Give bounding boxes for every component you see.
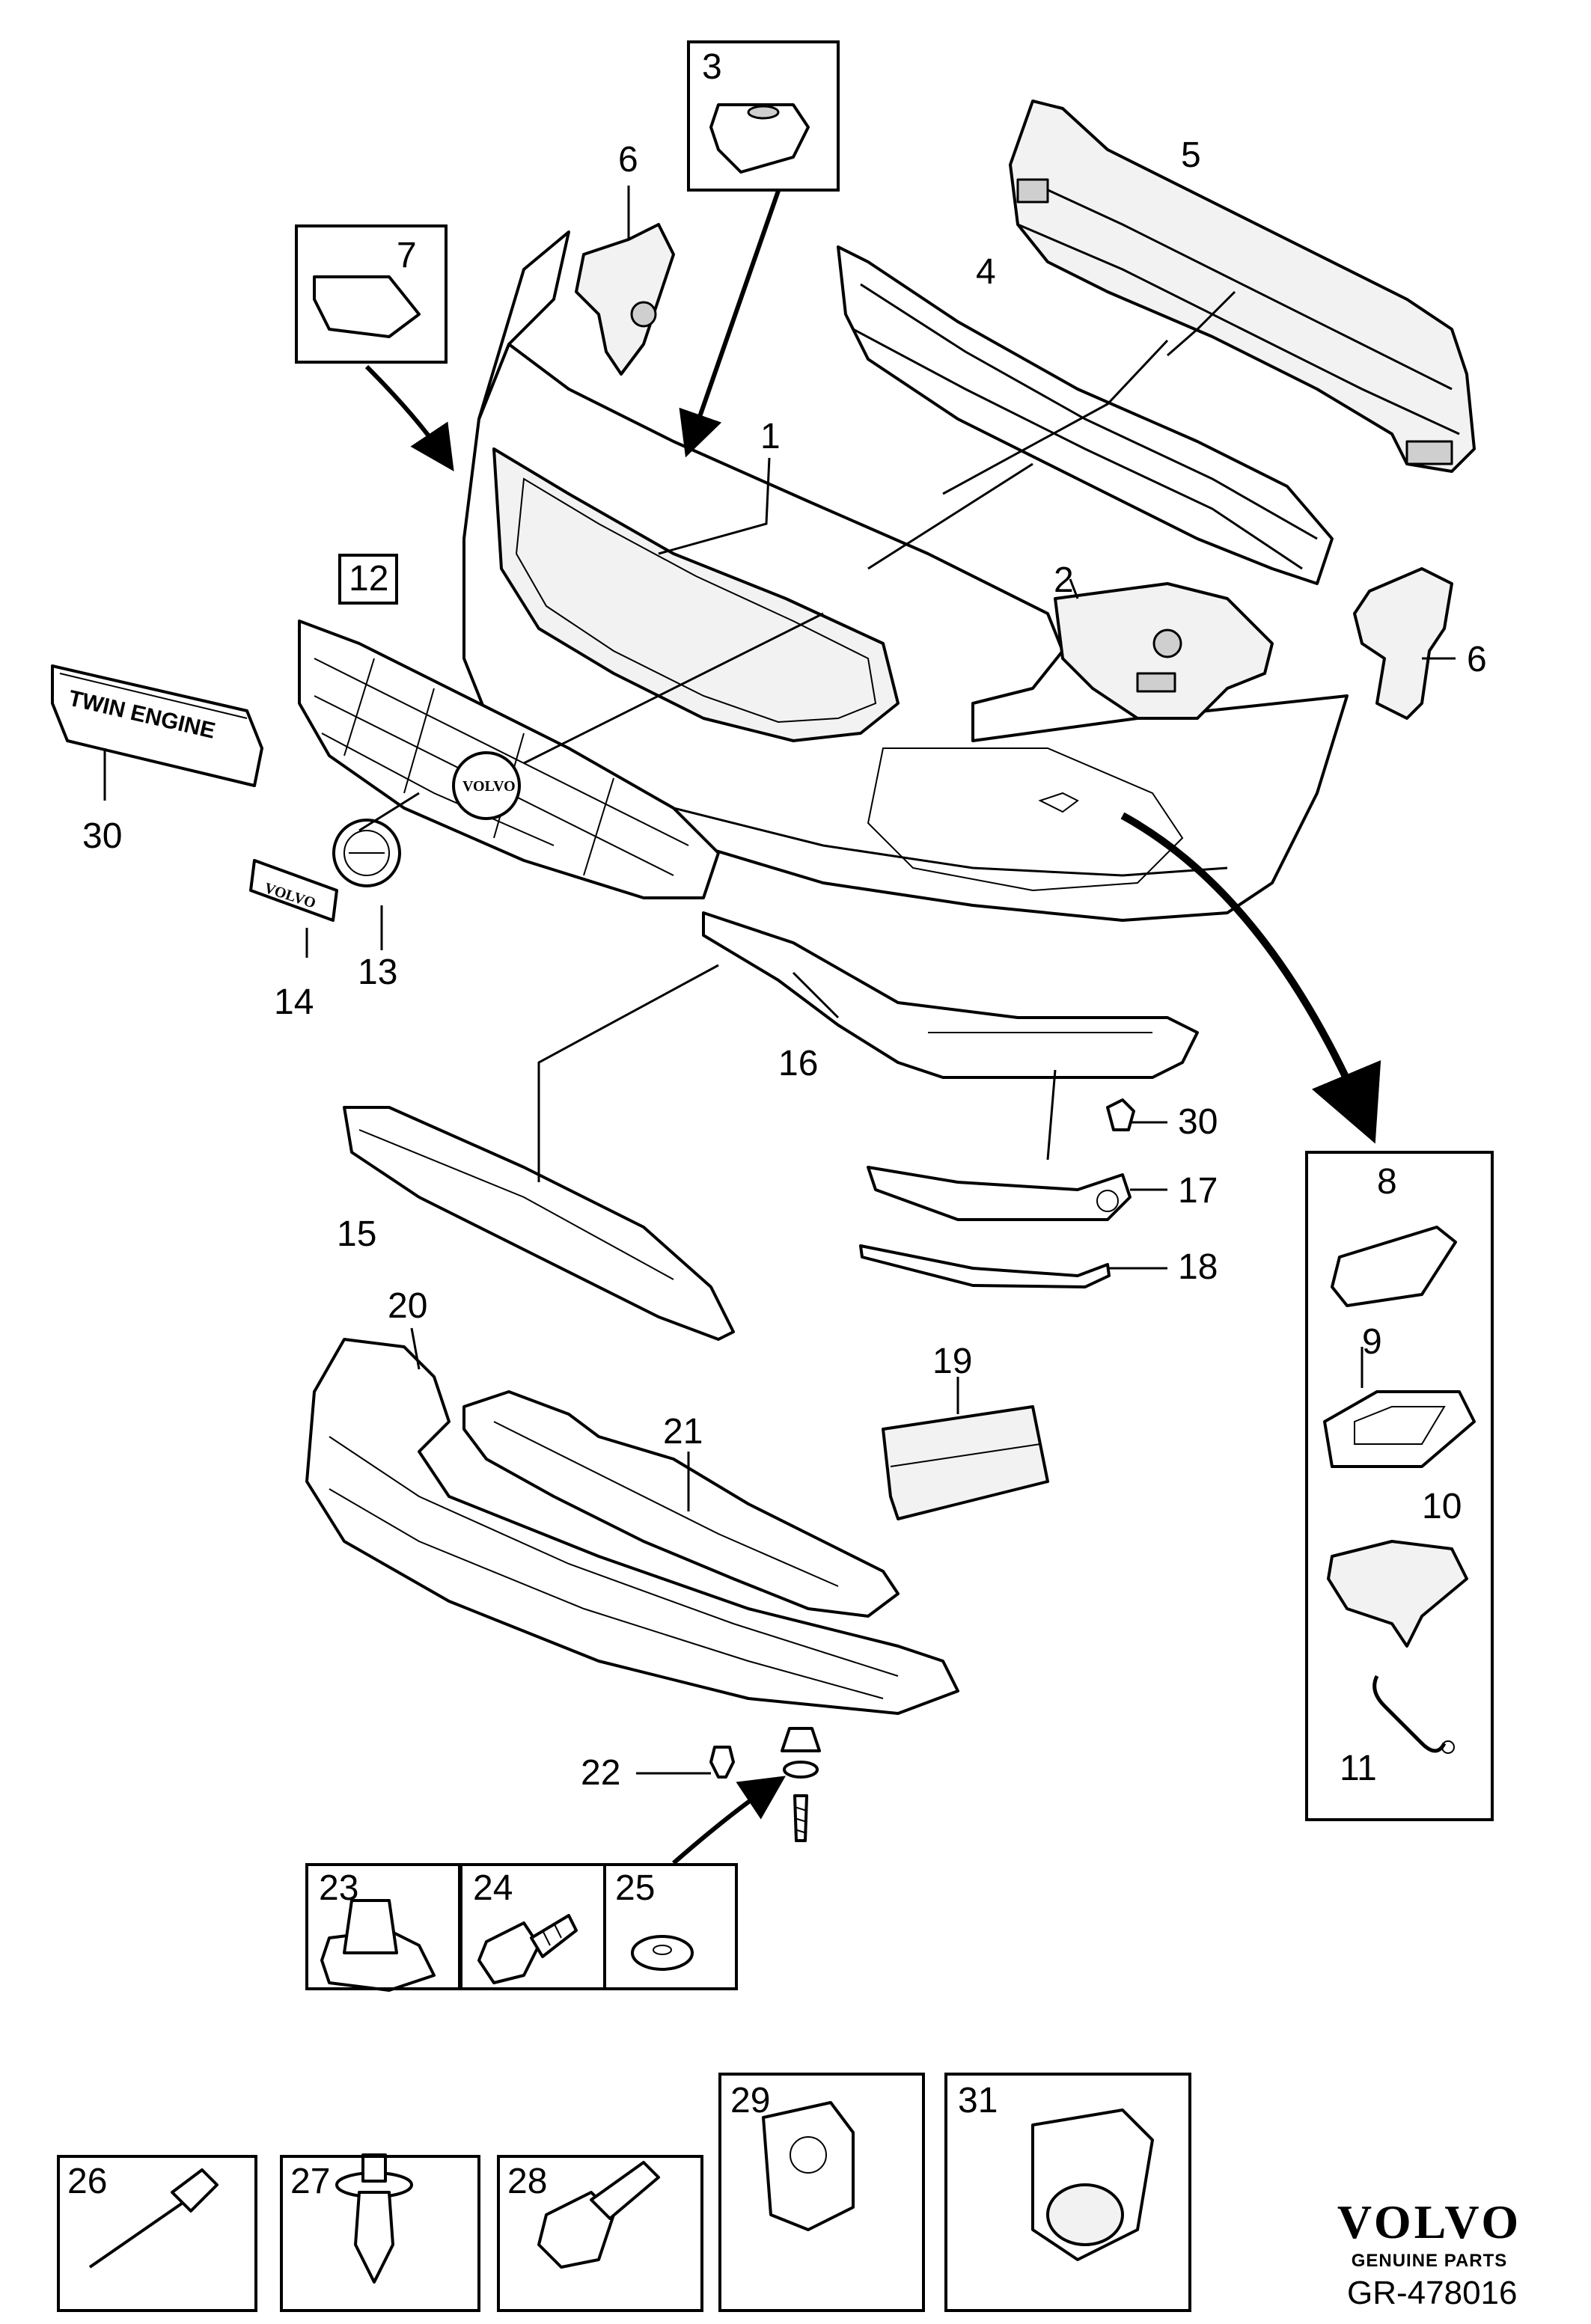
callout-2: 2 (1054, 560, 1074, 600)
license-plate-holder (882, 1405, 1049, 1520)
splash-shield (305, 1338, 959, 1715)
leader-lines (103, 186, 1456, 1775)
volvo-badge: VOLVO (249, 859, 338, 922)
callout-22: 22 (581, 1753, 621, 1793)
callout-13: 13 (358, 952, 398, 992)
box-part-29 (718, 2073, 925, 2312)
inset-part-31 (1031, 2109, 1154, 2261)
box-part-26 (57, 2155, 257, 2312)
inset-part-8 (1331, 1226, 1457, 1307)
twin-engine-emblem: TWIN ENGINE (51, 664, 263, 787)
bumper-reinforcement-beam (1009, 100, 1476, 473)
inset-part-11 (1372, 1675, 1455, 1754)
inset-part-29 (762, 2101, 855, 2231)
brand-subtitle: GENUINE PARTS (1351, 2251, 1508, 2271)
callout-21: 21 (663, 1412, 703, 1452)
box-part-25 (603, 1863, 738, 1990)
callout-3: 3 (702, 47, 722, 87)
callout-27: 27 (290, 2162, 331, 2201)
side-bracket (1054, 582, 1274, 720)
arrows (364, 190, 1381, 1865)
under-cover (462, 1390, 900, 1618)
box-parts-8-11 (1305, 1151, 1494, 1821)
lower-trim (702, 911, 1199, 1079)
inset-part-27 (335, 2153, 413, 2284)
box-part-27 (280, 2155, 480, 2312)
small-cap (1106, 1098, 1135, 1131)
fastener-22 (709, 1746, 735, 1779)
box-part-12 (338, 554, 398, 605)
inset-part-3 (709, 103, 810, 174)
callout-23: 23 (319, 1868, 359, 1908)
callout-28: 28 (507, 2162, 548, 2201)
callout-15: 15 (337, 1214, 377, 1254)
box-part-3 (687, 40, 840, 192)
inset-part-10 (1327, 1540, 1468, 1648)
callout-30-emblem: 30 (82, 816, 123, 856)
radiator-grille: VOLVO (298, 620, 720, 899)
inset-part-7 (313, 275, 421, 338)
box-part-28 (497, 2155, 703, 2312)
bumper-bracket-upper (575, 223, 675, 376)
callout-11: 11 (1340, 1749, 1377, 1788)
callout-20: 20 (388, 1286, 428, 1326)
callout-25: 25 (615, 1868, 656, 1908)
callout-29: 29 (730, 2081, 771, 2120)
callout-1: 1 (760, 417, 781, 456)
callout-18: 18 (1178, 1247, 1218, 1287)
lower-grille-strip (343, 1106, 735, 1341)
callout-4: 4 (976, 252, 996, 292)
callout-5: 5 (1181, 135, 1201, 175)
inset-part-28 (537, 2161, 660, 2269)
callout-14: 14 (274, 982, 314, 1022)
inset-part-26 (88, 2168, 219, 2269)
inset-part-24 (477, 1914, 578, 1984)
front-bumper-cover (462, 230, 1349, 922)
callout-7: 7 (397, 236, 417, 275)
inset-part-9 (1323, 1390, 1476, 1468)
box-part-7 (295, 224, 448, 364)
callout-12: 12 (349, 559, 389, 599)
box-part-31 (944, 2073, 1191, 2312)
svg-text:VOLVO: VOLVO (462, 778, 516, 795)
bumper-bracket-right (1353, 567, 1453, 720)
callout-6-upper: 6 (618, 140, 638, 180)
callout-31: 31 (958, 2081, 998, 2120)
fastener-stack (781, 1727, 821, 1842)
callout-19: 19 (932, 1342, 973, 1381)
callout-30-cap: 30 (1178, 1102, 1218, 1142)
inset-part-25 (631, 1935, 694, 1971)
callout-6-right: 6 (1467, 640, 1487, 679)
brand-name: VOLVO (1337, 2195, 1522, 2248)
callout-17: 17 (1178, 1171, 1218, 1211)
volvo-emblem-ring (332, 819, 401, 887)
brand-logo: VOLVO GENUINE PARTS (1317, 2198, 1542, 2272)
figure-id: GR-478016 (1347, 2275, 1518, 2311)
callout-26: 26 (67, 2162, 108, 2201)
callout-16: 16 (778, 1044, 819, 1083)
callout-10: 10 (1422, 1487, 1462, 1526)
inset-part-23 (320, 1899, 436, 1992)
fog-light-trim (867, 1166, 1132, 1221)
callout-9: 9 (1362, 1322, 1382, 1362)
chrome-strip (859, 1244, 1111, 1288)
callout-24: 24 (473, 1868, 513, 1908)
callout-8: 8 (1377, 1162, 1397, 1202)
